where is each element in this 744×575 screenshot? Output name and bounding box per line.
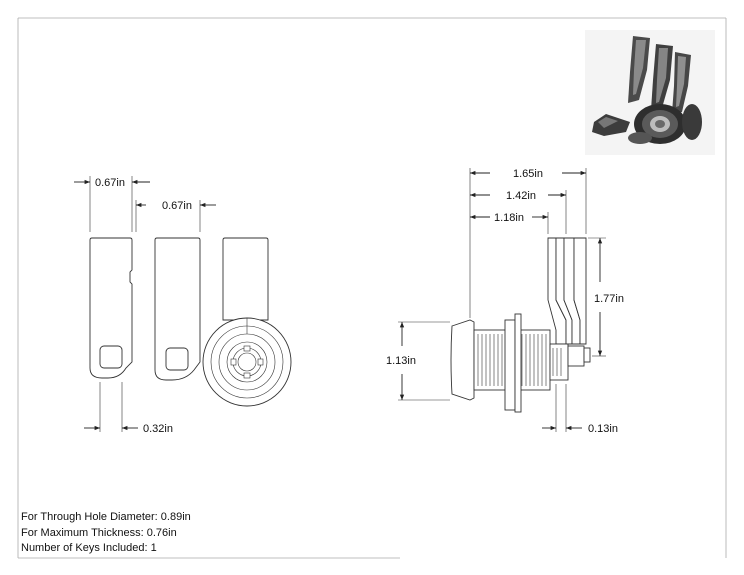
dim-mid: 1.42in [470, 190, 567, 234]
dim-cam1-width: 0.67in [74, 176, 150, 232]
dim-body-height-label: 1.13in [386, 355, 416, 367]
dim-offset: 0.32in [84, 382, 173, 435]
side-view-lock [450, 237, 591, 413]
spec-keys-included: Number of Keys Included: 1 [21, 542, 157, 554]
dim-cam-height-label: 1.77in [594, 293, 624, 305]
spec-max-thickness: For Maximum Thickness: 0.76in [21, 527, 177, 539]
product-photo [585, 30, 715, 155]
front-view-cams [89, 237, 292, 407]
dim-mid-label: 1.42in [506, 190, 536, 202]
dim-cam2-width-label: 0.67in [162, 200, 192, 212]
dim-nut-label: 0.13in [588, 423, 618, 435]
dim-offset-label: 0.32in [143, 423, 173, 435]
dim-inner-label: 1.18in [494, 212, 524, 224]
drawing-border [17, 17, 727, 559]
dim-overall-label: 1.65in [513, 168, 543, 180]
dim-cam-height: 1.77in [588, 237, 624, 357]
dim-nut: 0.13in [542, 384, 618, 435]
dim-inner: 1.18in [470, 212, 549, 234]
dim-cam2-width: 0.67in [135, 200, 216, 232]
dim-cam1-width-label: 0.67in [95, 177, 125, 189]
specs-block: For Through Hole Diameter: 0.89in For Ma… [21, 511, 191, 554]
spec-hole-diameter: For Through Hole Diameter: 0.89in [21, 511, 191, 523]
dim-body-height: 1.13in [386, 321, 450, 401]
thread-lines [477, 334, 547, 386]
